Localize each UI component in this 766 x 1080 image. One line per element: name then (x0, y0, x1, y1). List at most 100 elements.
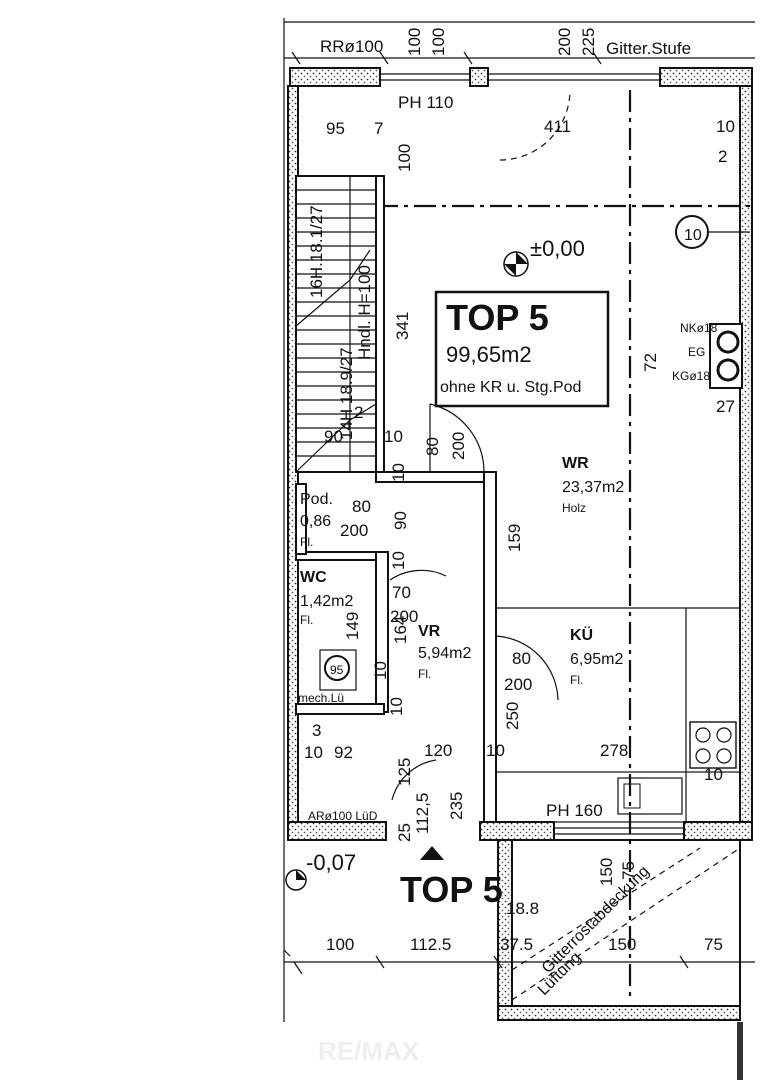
dim-3: 3 (312, 721, 321, 740)
door-swing-ku (495, 635, 559, 701)
label-ph-160: PH 160 (546, 801, 603, 820)
dim-bottom-37-5: 37.5 (500, 935, 533, 954)
dim-92: 92 (334, 743, 353, 762)
wall-pillar-top (469, 67, 489, 87)
dim-25: 25 (395, 823, 414, 842)
terrace (283, 839, 755, 1021)
wall-top-right (659, 67, 753, 87)
toilet-label: 95 (330, 663, 344, 677)
dim-200-ku: 200 (504, 675, 532, 694)
wall-pod-left (295, 483, 307, 555)
dim-278: 278 (600, 741, 628, 760)
room-wr-name: WR (562, 455, 589, 472)
dim-100-a: 100 (405, 28, 424, 56)
room-ku-floor: Fl. (570, 673, 583, 687)
label-kg-pipe: KGø18 (672, 369, 710, 383)
dim-27: 27 (716, 397, 735, 416)
wall-wc-top (295, 551, 385, 561)
room-vr-area: 5,94m2 (418, 645, 471, 662)
dim-72: 72 (641, 353, 660, 372)
room-ku-name: KÜ (570, 625, 593, 644)
dim-bottom-75: 75 (704, 935, 723, 954)
dim-125: 125 (395, 758, 414, 786)
dim-100-c: 100 (395, 144, 414, 172)
label-stair-mid: 14H 18.9/27 (337, 347, 356, 440)
dim-112-5: 112,5 (413, 793, 432, 834)
wall-stair-right (375, 175, 385, 473)
dim-250: 250 (503, 702, 522, 730)
kitchen-bottom-counter (495, 771, 741, 823)
unit-area: 99,65m2 (446, 342, 532, 367)
dim-10-stair: 10 (384, 427, 403, 446)
dim-bottom-100: 100 (326, 935, 354, 954)
dim-164: 164 (391, 616, 410, 644)
level-marker-value: ±0,00 (530, 236, 585, 261)
wall-wc-right (375, 551, 389, 713)
room-pod-floor: Fl. (300, 535, 313, 549)
label-gitterrost: Gitterrostabdeckung (539, 863, 653, 977)
dim-90-vr: 90 (391, 511, 410, 530)
dim-149: 149 (343, 612, 362, 640)
dim-bottom-150: 150 (608, 935, 636, 954)
toilet-icon (324, 655, 350, 681)
room-ku-area: 6,95m2 (570, 651, 623, 668)
unit-title: TOP 5 (446, 297, 549, 338)
dim-rr-pipe: RRø100 (320, 37, 383, 56)
dim-120: 120 (424, 741, 452, 760)
dim-10-d: 10 (387, 697, 406, 716)
dim-95: 95 (326, 119, 345, 138)
label-gitter-stufe: Gitter.Stufe (606, 39, 691, 58)
sink (617, 777, 683, 815)
dim-80-pod: 80 (352, 497, 371, 516)
dim-159: 159 (505, 524, 524, 552)
unit-title-outside: TOP 5 (400, 869, 503, 910)
unit-title-box (434, 290, 610, 408)
room-vr-name: VR (418, 623, 441, 640)
dim-90-stair: 90 (324, 427, 343, 446)
dim-10-c: 10 (371, 661, 390, 680)
stove (689, 721, 737, 769)
staircase (295, 175, 377, 473)
dim-200: 200 (555, 28, 574, 56)
wall-top-left (289, 67, 381, 87)
label-ph-110: PH 110 (398, 93, 453, 112)
label-eg: EG (688, 345, 705, 359)
label-stair-top: 16H.18.1/27 (307, 205, 326, 298)
wall-bottom-left (287, 821, 387, 841)
dim-10-b: 10 (389, 551, 408, 570)
label-handrail: Hndl. H=100 (355, 265, 374, 360)
wall-bottom-right (683, 821, 753, 841)
level-marker-icon (503, 251, 529, 277)
pipe-shaft (709, 323, 743, 389)
label-mech-lueftung: mech.Lü (298, 691, 344, 705)
dim-10-g: 10 (704, 765, 723, 784)
dim-70: 70 (392, 583, 411, 602)
dim-411: 411 (544, 117, 571, 136)
watermark: RE/MAX (318, 1036, 420, 1066)
room-vr-floor: Fl. (418, 667, 431, 681)
top-dimension-line (284, 21, 755, 65)
wall-right (739, 85, 753, 837)
axis-marker-label: 10 (684, 227, 702, 244)
entry-level-marker-icon (285, 869, 307, 891)
room-wr-area: 23,37m2 (562, 479, 624, 496)
wall-bottom-mid (479, 821, 555, 841)
door-swing-top (499, 89, 571, 161)
dim-200-pod: 200 (340, 521, 368, 540)
unit-note: ohne KR u. Stg.Pod (440, 379, 581, 396)
room-wc-floor: Fl. (300, 613, 313, 627)
dim-80-ku: 80 (512, 649, 531, 668)
entry-arrow-icon (420, 846, 444, 860)
dim-10-top: 10 (716, 117, 735, 136)
door-swing-wr (429, 403, 485, 473)
dim-150-terrace: 150 (597, 858, 616, 886)
dim-80-wr: 80 (423, 437, 442, 456)
label-ar-pipe: ARø100 LüD (308, 809, 378, 823)
label-nk-pipe: NKø18 (680, 321, 718, 335)
room-pod-area: 0,86 (300, 513, 331, 530)
room-wr-floor: Holz (562, 501, 586, 515)
dim-341: 341 (393, 312, 412, 340)
dim-10-f: 10 (486, 741, 505, 760)
dim-225: 225 (579, 28, 598, 56)
